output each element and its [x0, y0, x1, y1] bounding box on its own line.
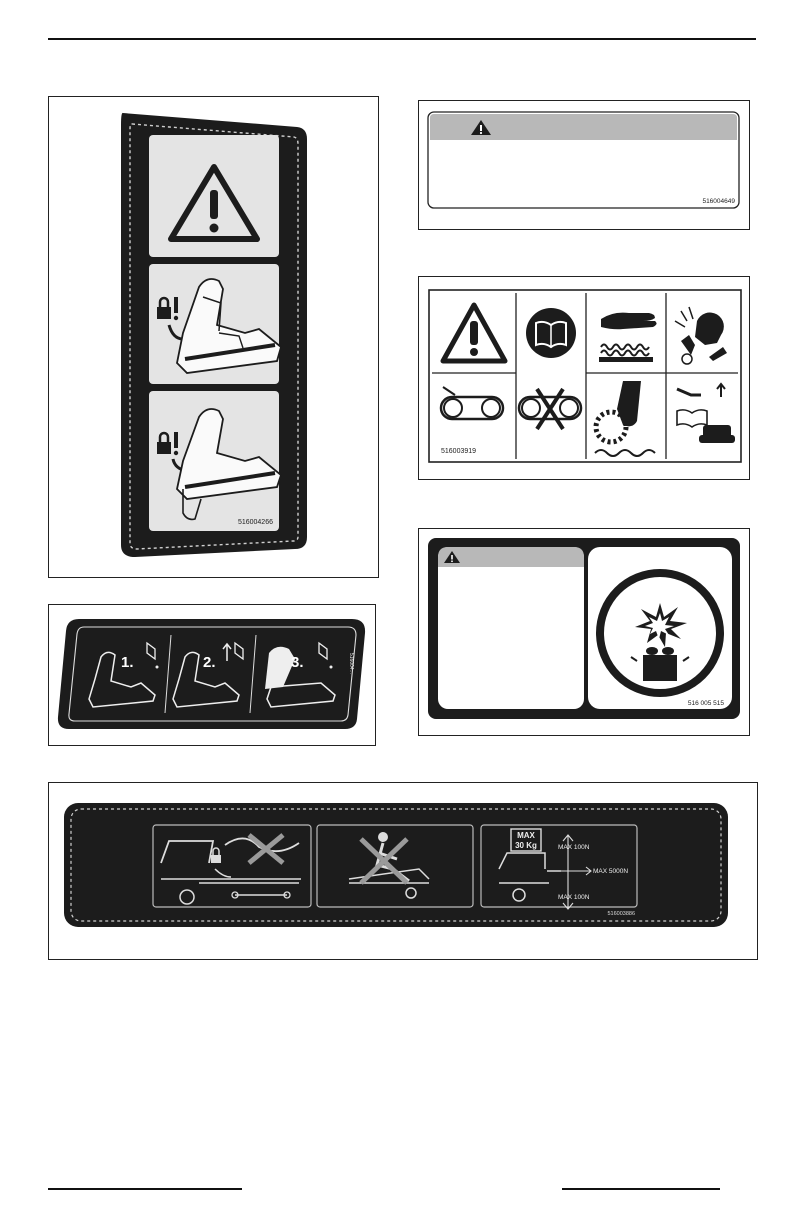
hot-surface-hand-icon [599, 312, 657, 362]
warning-triangle-icon [471, 120, 491, 135]
warning-decal: 516004649 [427, 111, 740, 209]
step-1-icon [88, 641, 159, 708]
figure-track-hazard-label: 516003919 [418, 276, 750, 480]
header-rule [48, 38, 756, 40]
footer-rule-right [562, 1188, 720, 1190]
max-weight-label: MAX [517, 831, 535, 840]
figure-warning-label: 516004649 [418, 100, 750, 230]
lock-icon [157, 431, 171, 454]
figure-seat-lock-panel: 516004266 [48, 96, 379, 578]
figure-battery-label: 516 005 515 [418, 528, 750, 736]
part-number: 516004266 [238, 519, 273, 526]
maintenance-icon [676, 382, 735, 443]
part-number: 516 005 515 [688, 700, 725, 707]
warning-panel [149, 135, 279, 257]
warning-triangle-icon [168, 164, 260, 242]
track-drive-icon [439, 386, 505, 421]
step-3-icon [265, 641, 336, 708]
load-limit-panel: MAX 30 Kg MAX 100N MAX 5000N MAX 100N [480, 824, 638, 910]
force-side-label: MAX 5000N [593, 868, 628, 875]
part-number: 516003886 [607, 911, 635, 917]
force-bottom-label: MAX 100N [558, 894, 590, 901]
track-entanglement-icon [593, 381, 656, 457]
side-code: 516004... [348, 653, 354, 674]
manual-book-icon [526, 308, 576, 358]
footer-rule-left [48, 1188, 242, 1190]
figure-seat-steps-label: 1. 2. 3. 516004... [48, 604, 376, 746]
step-2-icon [172, 641, 244, 708]
part-number: 516003919 [441, 448, 476, 455]
seat-lower-icon [176, 408, 283, 521]
seat-steps-decal: 1. 2. 3. 516004... [57, 619, 366, 729]
part-number: 516004649 [702, 198, 735, 205]
warning-triangle-icon [444, 551, 460, 563]
step-1-label: 1. [121, 654, 134, 671]
flying-debris-icon [674, 306, 727, 365]
seat-lower-panel: 516004266 [149, 391, 283, 531]
no-rider-panel [316, 824, 474, 908]
step-2-label: 2. [203, 654, 216, 671]
lock-icon [157, 296, 171, 319]
force-top-label: MAX 100N [558, 844, 590, 851]
no-rope-panel [152, 824, 312, 908]
step-3-label: 3. [291, 654, 304, 671]
lock-icon [211, 855, 221, 863]
rack-decal: MAX 30 Kg MAX 100N MAX 5000N MAX 100N 51… [64, 803, 728, 927]
seat-raise-icon [176, 278, 283, 374]
max-weight-value: 30 Kg [515, 841, 537, 850]
track-hazard-decal: 516003919 [428, 289, 742, 463]
figure-rack-label: MAX 30 Kg MAX 100N MAX 5000N MAX 100N 51… [48, 782, 758, 960]
battery-explosion-icon [596, 569, 724, 697]
track-crossed-icon [517, 387, 583, 431]
seat-raise-panel [149, 264, 283, 384]
seat-lock-decal: 516004266 [121, 112, 307, 557]
warning-triangle-icon [440, 302, 508, 364]
battery-decal: 516 005 515 [428, 538, 740, 719]
